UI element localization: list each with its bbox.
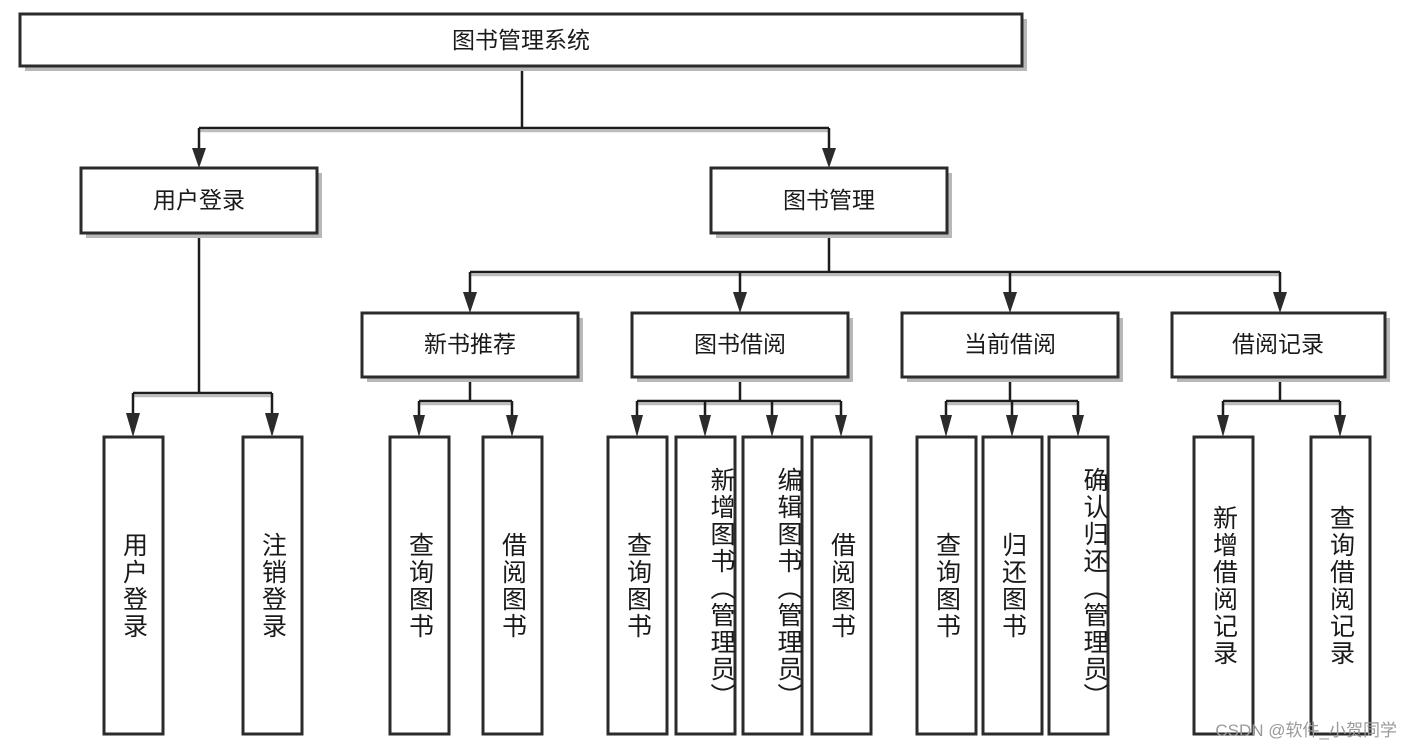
node-user-login-label: 用户登录 <box>153 187 245 213</box>
leaf-borrow-book-1-box[interactable] <box>481 435 544 736</box>
leaf-query-book-1-box[interactable] <box>388 435 451 736</box>
node-book-manage-label: 图书管理 <box>783 187 875 213</box>
leaf-query-book-2-box[interactable] <box>606 435 669 736</box>
node-new-book-rec[interactable]: 新书推荐 <box>360 311 583 382</box>
node-book-borrow-box <box>630 311 850 379</box>
node-user-login[interactable]: 用户登录 <box>79 166 322 238</box>
leaf-logout-login-box[interactable] <box>241 435 304 736</box>
node-new-book-rec-box <box>360 311 580 379</box>
leaf-add-book-box[interactable] <box>674 435 737 736</box>
leaf-add-record-box[interactable] <box>1192 435 1255 736</box>
arrow-leaf-query-book-2-icon <box>631 415 643 437</box>
node-borrow-record-label: 借阅记录 <box>1232 331 1324 357</box>
arrow-leaf-edit-book-icon <box>766 415 778 437</box>
connector-layer <box>126 66 1346 437</box>
node-root-label: 图书管理系统 <box>452 27 590 53</box>
node-current-borrow[interactable]: 当前借阅 <box>900 311 1123 382</box>
node-current-borrow-box <box>900 311 1120 379</box>
node-new-book-rec-label: 新书推荐 <box>424 331 516 357</box>
arrow-current-borrow-icon <box>1003 292 1017 313</box>
arrow-user-login-icon <box>192 148 206 168</box>
leaf-edit-book-box[interactable] <box>741 435 804 736</box>
arrow-leaf-add-book-icon <box>699 415 711 437</box>
node-root-box <box>18 12 1024 68</box>
leaf-borrow-book-2-box[interactable] <box>810 435 873 736</box>
node-borrow-record-box <box>1170 311 1387 379</box>
arrow-leaf-confirm-return-icon <box>1072 415 1084 437</box>
arrow-leaf-query-book-1-icon <box>413 415 425 437</box>
leaf-confirm-return-box[interactable] <box>1047 435 1110 736</box>
leaf-boxes-layer <box>102 435 1372 736</box>
node-root[interactable]: 图书管理系统 <box>18 12 1027 71</box>
arrow-leaf-add-record-icon <box>1217 415 1229 437</box>
arrow-book-manage-icon <box>822 148 836 168</box>
node-current-borrow-label: 当前借阅 <box>964 331 1056 357</box>
arrow-leaf-logout-login-icon <box>265 413 279 437</box>
arrow-leaf-user-login-icon <box>126 413 140 437</box>
leaf-return-book-box[interactable] <box>981 435 1044 736</box>
arrow-leaf-borrow-book-2-icon <box>835 415 847 437</box>
node-borrow-record[interactable]: 借阅记录 <box>1170 311 1390 382</box>
leaf-query-record-box[interactable] <box>1309 435 1372 736</box>
leaf-query-book-3-box[interactable] <box>915 435 978 736</box>
arrow-leaf-return-book-icon <box>1006 415 1018 437</box>
node-book-manage[interactable]: 图书管理 <box>709 166 952 238</box>
arrow-borrow-record-icon <box>1273 292 1287 313</box>
watermark-text: CSDN @软件_小贺同学 <box>1215 721 1397 740</box>
node-book-manage-box <box>709 166 949 235</box>
arrow-leaf-query-record-icon <box>1334 415 1346 437</box>
arrow-leaf-borrow-book-1-icon <box>506 415 518 437</box>
node-book-borrow[interactable]: 图书借阅 <box>630 311 853 382</box>
node-book-borrow-label: 图书借阅 <box>694 331 786 357</box>
arrow-book-borrow-icon <box>733 292 747 313</box>
leaf-user-login-box[interactable] <box>102 435 165 736</box>
arrow-leaf-query-book-3-icon <box>940 415 952 437</box>
arrow-new-book-rec-icon <box>463 292 477 313</box>
node-user-login-box <box>79 166 319 235</box>
